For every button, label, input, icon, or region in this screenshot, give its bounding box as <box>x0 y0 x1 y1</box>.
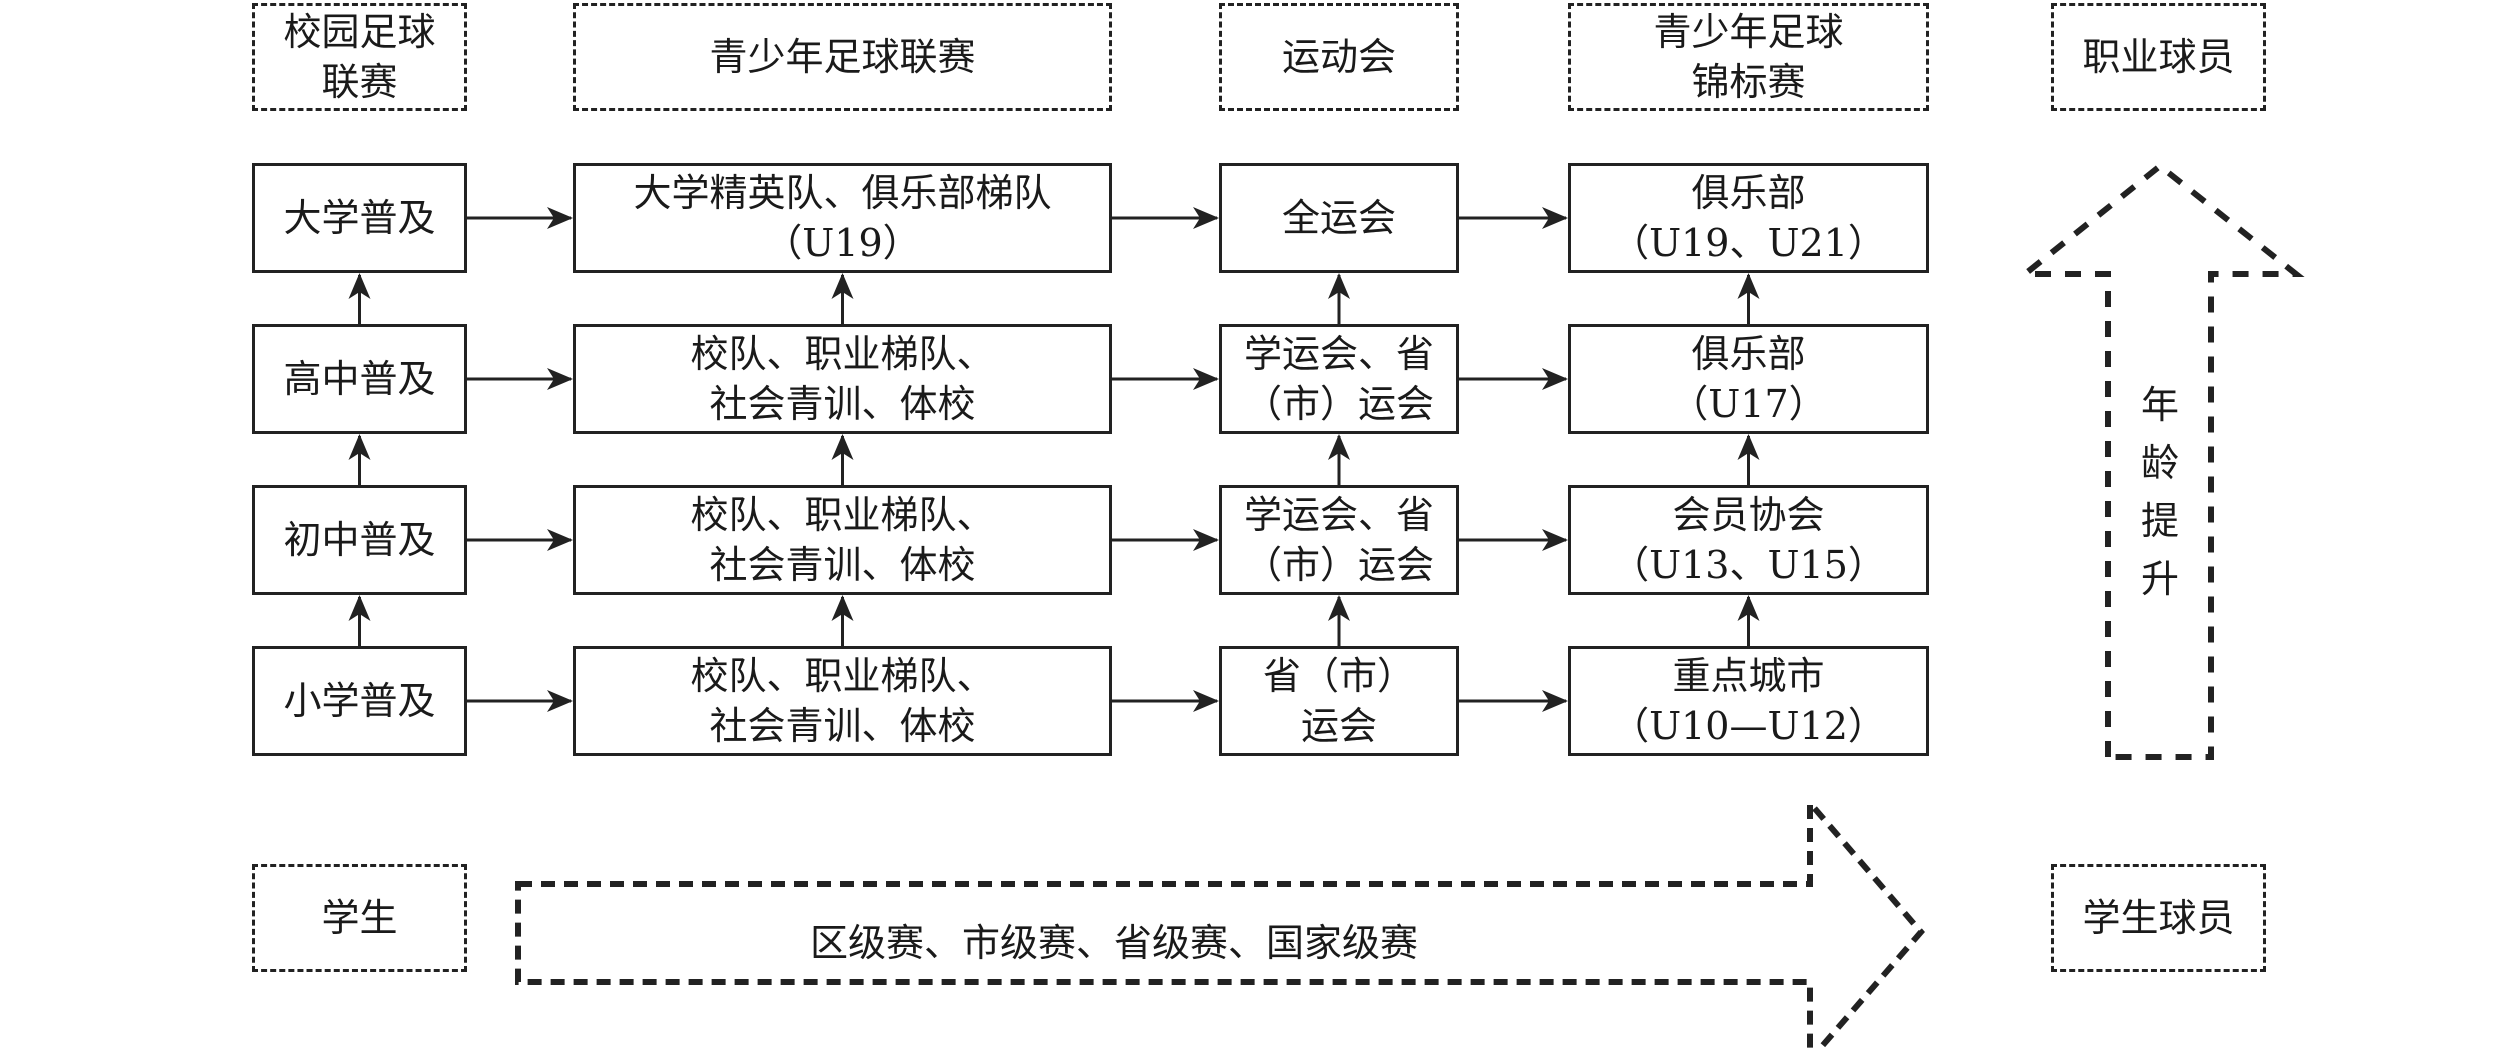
cell-line: 社会青训、体校 <box>709 382 976 426</box>
cell-line: 学运会、省 <box>1243 493 1434 537</box>
cell-high-school-championship: 俱乐部 （U17） <box>1568 324 1929 434</box>
cell-line: 省（市） <box>1262 654 1415 698</box>
age-char: 年 <box>2140 383 2179 427</box>
cell-line: 校队、职业梯队、 <box>690 493 995 537</box>
age-progression-label: 年 龄 提 升 <box>2130 376 2190 608</box>
header-line: 联赛 <box>321 60 398 104</box>
header-line: 校园足球 <box>283 10 436 54</box>
cell-middle-school-championship: 会员协会 （U13、U15） <box>1568 485 1929 595</box>
cell-line: 俱乐部 <box>1691 171 1806 215</box>
cell-line: （U17） <box>1670 382 1827 426</box>
header-professional-players: 职业球员 <box>2051 3 2266 111</box>
header-line: 青少年足球 <box>1653 10 1844 54</box>
competition-level-label: 区级赛、市级赛、省级赛、国家级赛 <box>810 921 1419 965</box>
cell-line: （U19） <box>764 221 921 265</box>
cell-high-school-team: 校队、职业梯队、社会青训、体校 <box>573 324 1112 434</box>
header-youth-league: 青少年足球联赛 <box>573 3 1112 111</box>
cell-primary-school-games: 省（市） 运会 <box>1219 646 1459 756</box>
header-line: 青少年足球联赛 <box>709 35 976 79</box>
cell-line: （U10—U12） <box>1611 704 1886 748</box>
cell-line: （市）运会 <box>1243 382 1434 426</box>
cell-line: 全运会 <box>1281 196 1396 240</box>
header-line: 职业球员 <box>2082 35 2235 79</box>
cell-line: （U13、U15） <box>1611 543 1886 587</box>
cell-line: 小学普及 <box>283 679 436 723</box>
header-games: 运动会 <box>1219 3 1459 111</box>
age-char: 龄 <box>2140 441 2179 485</box>
cell-line: 高中普及 <box>283 357 436 401</box>
cell-primary-school-team: 校队、职业梯队、社会青训、体校 <box>573 646 1112 756</box>
header-line: 锦标赛 <box>1691 60 1806 104</box>
cell-line: 运会 <box>1300 704 1377 748</box>
cell-high-school-popularization: 高中普及 <box>252 324 467 434</box>
cell-line: （U19、U21） <box>1611 221 1886 265</box>
cell-line: 学运会、省 <box>1243 332 1434 376</box>
cell-line: 社会青训、体校 <box>709 704 976 748</box>
cell-line: 校队、职业梯队、 <box>690 654 995 698</box>
cell-line: 大学精英队、俱乐部梯队 <box>633 171 1052 215</box>
cell-middle-school-popularization: 初中普及 <box>252 485 467 595</box>
cell-line: 会员协会 <box>1672 493 1825 537</box>
header-youth-championship: 青少年足球 锦标赛 <box>1568 3 1929 111</box>
cell-primary-school-popularization: 小学普及 <box>252 646 467 756</box>
footer-student-players: 学生球员 <box>2051 864 2266 972</box>
cell-university-team: 大学精英队、俱乐部梯队 （U19） <box>573 163 1112 273</box>
footer-students-label: 学生 <box>321 896 398 940</box>
cell-line: （市）运会 <box>1243 543 1434 587</box>
cell-university-popularization: 大学普及 <box>252 163 467 273</box>
cell-university-games: 全运会 <box>1219 163 1459 273</box>
age-char: 升 <box>2140 557 2179 601</box>
cell-primary-school-championship: 重点城市 （U10—U12） <box>1568 646 1929 756</box>
cell-line: 社会青训、体校 <box>709 543 976 587</box>
header-line: 运动会 <box>1281 35 1396 79</box>
cell-line: 俱乐部 <box>1691 332 1806 376</box>
cell-high-school-games: 学运会、省 （市）运会 <box>1219 324 1459 434</box>
cell-line: 初中普及 <box>283 518 436 562</box>
cell-middle-school-games: 学运会、省 （市）运会 <box>1219 485 1459 595</box>
age-progression-arrow <box>2016 162 2305 760</box>
footer-student-players-label: 学生球员 <box>2082 896 2235 940</box>
cell-middle-school-team: 校队、职业梯队、社会青训、体校 <box>573 485 1112 595</box>
cell-line: 重点城市 <box>1672 654 1825 698</box>
age-char: 提 <box>2140 499 2179 543</box>
cell-line: 大学普及 <box>283 196 436 240</box>
cell-line: 校队、职业梯队、 <box>690 332 995 376</box>
cell-university-championship: 俱乐部 （U19、U21） <box>1568 163 1929 273</box>
header-campus-league: 校园足球 联赛 <box>252 3 467 111</box>
footer-students: 学生 <box>252 864 467 972</box>
